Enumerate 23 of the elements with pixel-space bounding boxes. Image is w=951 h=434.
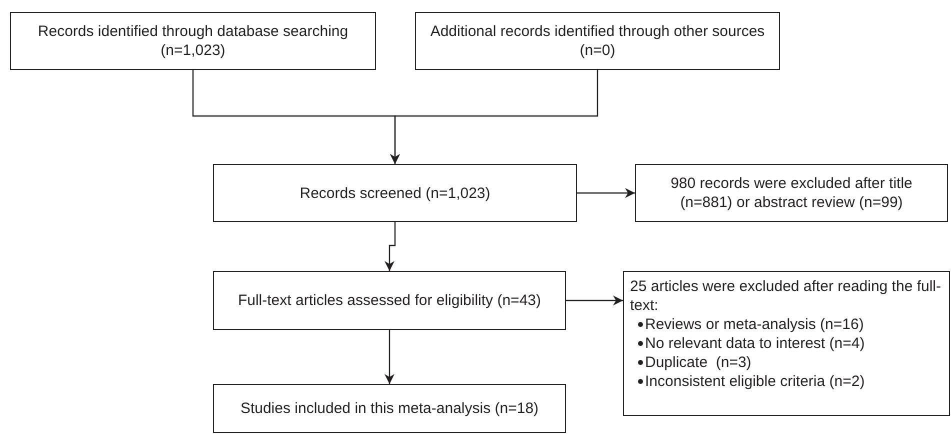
process-box — [213, 384, 566, 433]
process-box — [635, 164, 948, 222]
list-item: Inconsistent eligible criteria (n=2) — [645, 372, 865, 391]
process-box — [10, 12, 376, 70]
box-text: 980 records were excluded after title (n=881) or abstract review (n=99) — [670, 174, 914, 212]
box-text: Records identified through database searching (n=1,023) — [36, 22, 350, 60]
box-text: Full-text articles assessed for eligibility (n=43) — [238, 291, 542, 310]
list-item: No relevant data to interest (n=4) — [645, 334, 865, 353]
list-item: Duplicate (n=3) — [645, 353, 752, 372]
list-item: Reviews or meta-analysis (n=16) — [645, 315, 864, 334]
box-text: Studies included in this meta-analysis (n=18) — [240, 399, 539, 418]
box-heading: 25 articles were excluded after reading the full-text: — [630, 277, 942, 315]
arrow — [577, 188, 635, 198]
process-box — [213, 271, 566, 330]
process-box — [213, 164, 577, 222]
box-text: Records screened (n=1,023) — [300, 184, 490, 202]
process-box — [623, 271, 950, 416]
arrow — [390, 70, 598, 164]
process-box — [415, 12, 780, 70]
arrow — [566, 296, 623, 306]
arrow — [384, 222, 396, 271]
box-text: Additional records identified through other sources (n=0) — [429, 22, 766, 60]
arrow — [384, 330, 394, 384]
